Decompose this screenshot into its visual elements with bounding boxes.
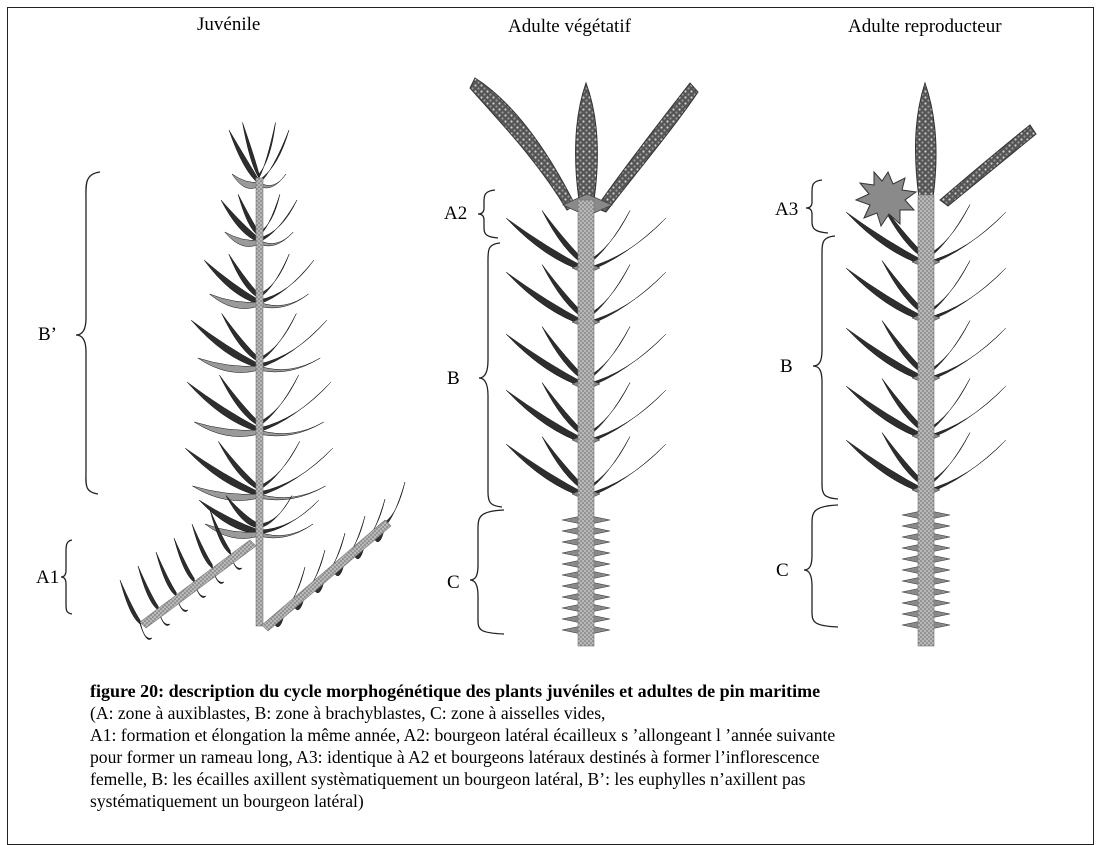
brace-b-vegetative: [479, 243, 502, 507]
needle: [506, 444, 586, 498]
label-a3: A3: [775, 199, 798, 221]
title-reproductive: Adulte reproducteur: [848, 16, 1002, 38]
label-c-vegetative: C: [447, 572, 460, 594]
title-vegetative: Adulte végétatif: [508, 16, 631, 38]
label-b-reproductive: B: [780, 356, 793, 378]
needle: [259, 500, 319, 534]
needle: [846, 386, 926, 440]
brace-b-prime: [76, 172, 100, 494]
needle: [926, 268, 1006, 322]
needle: [221, 200, 259, 242]
needle: [926, 212, 1006, 266]
needle: [586, 334, 666, 388]
needle: [191, 320, 259, 368]
reproductive-plant: [804, 83, 1036, 646]
label-c-reproductive: C: [776, 560, 789, 582]
needle: [192, 524, 212, 568]
needle: [259, 254, 289, 298]
needle: [174, 538, 194, 582]
needle: [385, 482, 405, 526]
needle: [846, 440, 926, 494]
juvenile-plant: [61, 123, 405, 640]
needle: [846, 212, 926, 266]
needle: [586, 218, 666, 272]
caption-line: pour former un rameau long, A3: identiqu…: [90, 746, 1080, 768]
needle: [259, 123, 276, 179]
reproductive-terminal-shoot: [915, 83, 936, 198]
brace-c-vegetative: [470, 510, 504, 634]
needle: [259, 441, 300, 490]
label-b-vegetative: B: [447, 368, 460, 390]
figure-caption: figure 20: description du cycle morphogé…: [90, 680, 1080, 812]
female-inflorescence-star: [856, 172, 916, 226]
reproductive-lateral-shoot: [940, 125, 1036, 206]
vegetative-stem: [578, 200, 594, 646]
needle: [506, 334, 586, 388]
brace-a3: [806, 180, 828, 233]
needle: [846, 328, 926, 382]
needle: [259, 313, 296, 362]
needle: [259, 422, 324, 436]
needle: [259, 375, 299, 426]
caption-heading: figure 20: description du cycle morphogé…: [90, 680, 1080, 702]
needle: [185, 448, 259, 496]
needle: [259, 448, 333, 496]
needle: [926, 328, 1006, 382]
vegetative-plant: [470, 78, 698, 646]
needle: [259, 486, 326, 500]
reproductive-stem: [918, 195, 934, 646]
label-b-prime: B’: [38, 324, 57, 346]
caption-line: (A: zone à auxiblastes, B: zone à brachy…: [90, 702, 1080, 724]
needle: [259, 358, 320, 372]
needle: [259, 320, 327, 368]
needle: [259, 200, 297, 242]
label-a2: A2: [444, 203, 467, 225]
caption-line: systématiquement un bourgeon latéral): [90, 790, 1080, 812]
needle: [926, 440, 1006, 494]
needle: [138, 566, 158, 610]
needle: [199, 500, 259, 534]
brace-a1: [61, 540, 72, 614]
caption-line: A1: formation et élongation la même anné…: [90, 724, 1080, 746]
needle: [506, 218, 586, 272]
brace-c-reproductive: [804, 505, 838, 627]
needle: [204, 260, 259, 304]
vegetative-terminal-shoot: [576, 83, 598, 200]
needle: [156, 552, 176, 596]
brace-a2: [478, 190, 498, 238]
caption-line: femelle, B: les écailles axillent systèm…: [90, 768, 1080, 790]
needle: [586, 390, 666, 444]
needle: [259, 260, 314, 304]
vegetative-right-shoot: [596, 83, 698, 212]
needle: [259, 496, 292, 529]
juvenile-left-branch: [140, 540, 256, 628]
needle: [506, 272, 586, 326]
brace-b-reproductive: [813, 236, 838, 499]
label-a1: A1: [36, 567, 59, 589]
needle: [846, 268, 926, 322]
needle: [259, 382, 331, 432]
needle: [586, 272, 666, 326]
needle: [586, 444, 666, 498]
title-juvenile: Juvénile: [197, 14, 260, 36]
needle: [120, 580, 140, 624]
juvenile-stem: [256, 178, 263, 626]
vegetative-left-shoot: [470, 78, 575, 210]
needle: [506, 390, 586, 444]
needle: [926, 386, 1006, 440]
